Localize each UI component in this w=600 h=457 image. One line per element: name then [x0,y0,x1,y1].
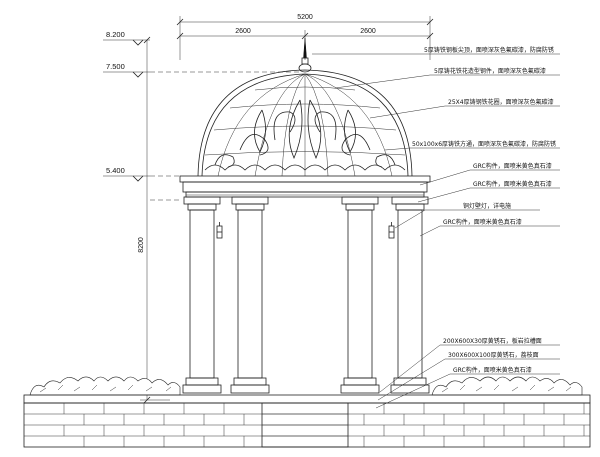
column-4 [390,196,430,394]
column-2 [230,196,270,394]
annotation-steel-tube: 50x100x6厚铸铁方通，面喷深灰色氟碳漆，防腐防锈 [412,140,556,148]
dome-frame [197,69,413,177]
brick-joints [63,403,585,447]
annotation-paving-slate: 200X600X30厚黄锈石，板岩拉槽面 [443,337,542,345]
annotation-grc-frieze: GRC构件，面喷米黄色真石漆 [473,180,552,188]
annotation-grc-base: GRC构件，面喷米黄色真石漆 [453,366,532,374]
shrubs-right [431,376,583,396]
dome-finial [298,37,312,73]
level-5400-label: 5.400 [106,166,125,175]
level-marks [103,36,170,404]
shrubs-left [29,376,181,396]
column-3 [340,196,380,394]
annotation-wall-lamp: 铜灯壁灯，详电施 [463,202,511,210]
level-8200-label: 8.200 [106,30,125,39]
overall-height-dimension: 8200 [138,237,145,253]
stone-platform [23,394,591,448]
annotation-grc-column: GRC构件，面喷米黄色真石漆 [443,218,522,226]
wall-lamp-left [216,222,223,239]
column-1 [182,196,222,394]
wall-lamp-right [388,222,395,239]
annotation-finial: 5厚铸铁钢板尖顶，面喷深灰色氟碳漆，防腐防锈 [424,46,554,54]
left-span-dimension: 2600 [235,28,251,35]
entablature [179,175,431,198]
top-dimension-lines [176,16,434,60]
level-reference-lines [150,71,300,201]
overall-width-dimension: 5200 [297,14,313,21]
annotation-grc-cornice: GRC构件，面喷米黄色真石漆 [473,162,552,170]
annotation-steel-ring: 25X4厚铸钢铁花圈，面喷深灰色氟碳漆 [448,98,554,106]
annotation-leaders [312,53,560,409]
level-7500-label: 7.500 [106,62,125,71]
annotation-paving-litchi: 300X600X100厚黄锈石，荔枝面 [448,351,539,359]
right-span-dimension: 2600 [360,28,376,35]
annotation-dome-ornament: 5厚铸花铁花造型钢件，面喷深灰色氟碳漆 [434,67,546,75]
